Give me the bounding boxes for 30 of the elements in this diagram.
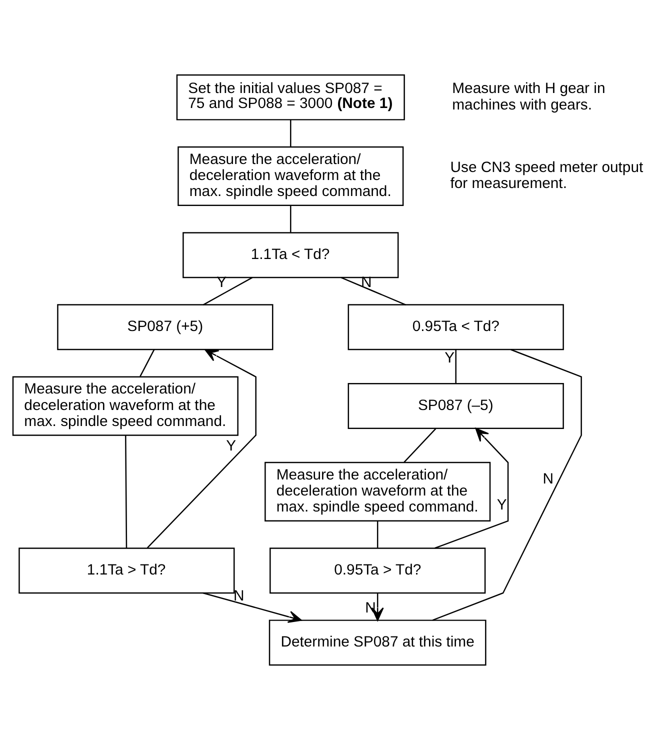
connector bbox=[432, 349, 582, 621]
node-box: 0.95Ta < Td? bbox=[348, 304, 564, 350]
edge-label: N bbox=[234, 588, 244, 605]
node-box: SP087 (–5) bbox=[348, 383, 564, 429]
connector bbox=[455, 350, 456, 384]
node-box: Determine SP087 at this time bbox=[268, 620, 486, 666]
connector bbox=[376, 521, 378, 548]
edge-label: Y bbox=[444, 350, 455, 366]
connector bbox=[140, 349, 155, 377]
arrow bbox=[202, 592, 302, 623]
node-label: Use CN3 speed meter output for measurement. bbox=[450, 160, 644, 192]
edge-label: N bbox=[542, 472, 554, 488]
connector bbox=[290, 205, 292, 232]
edge-label: Y bbox=[226, 438, 236, 454]
edge-label: Y bbox=[496, 498, 507, 514]
arrow bbox=[434, 428, 509, 549]
connector bbox=[202, 277, 253, 306]
connector bbox=[290, 120, 292, 147]
node-box: Measure the acceleration/ deceleration waveform at the max. spindle speed command. bbox=[12, 376, 238, 436]
connector bbox=[340, 277, 406, 306]
node-box: SP087 (+5) bbox=[57, 304, 274, 350]
arrow bbox=[146, 349, 256, 548]
node-label: Measure with H gear in machines with gears. bbox=[452, 81, 606, 114]
node-box: Measure the acceleration/ deceleration waveform at the max. spindle speed command. bbox=[264, 462, 491, 522]
node-box: Measure the acceleration/ deceleration waveform at the max. spindle speed command. bbox=[178, 146, 404, 206]
node-box: Set the initial values SP087 = 75 and SP088 = 3000 (Note 1) bbox=[176, 74, 405, 120]
connector bbox=[404, 428, 436, 463]
node-box: 0.95Ta > Td? bbox=[270, 548, 486, 594]
node-box: 1.1Ta > Td? bbox=[18, 548, 235, 594]
connector bbox=[125, 436, 128, 548]
